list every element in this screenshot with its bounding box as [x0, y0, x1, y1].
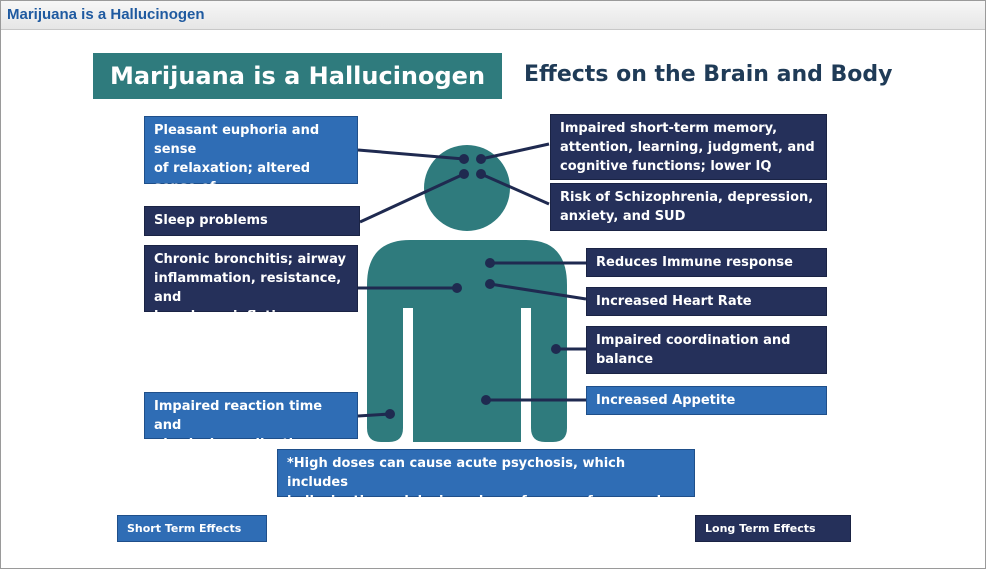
dot-coordination [551, 344, 561, 354]
dot-appetite [481, 395, 491, 405]
connector-schizophrenia [480, 172, 550, 206]
slide-subtitle: Effects on the Brain and Body [524, 62, 893, 87]
legend-short-term: Short Term Effects [117, 515, 267, 542]
figure-body [367, 240, 567, 442]
dot-heart [485, 279, 495, 289]
effect-impaired-reaction-time: Impaired reaction time and physical coor… [144, 392, 358, 452]
connector-euphoria [357, 148, 465, 161]
effect-increased-appetite: Increased Appetite [586, 386, 827, 415]
legend-long-term: Long Term Effects [695, 515, 851, 542]
human-figure [367, 145, 567, 442]
dot-memory [476, 154, 486, 164]
dot-reaction [385, 409, 395, 419]
dot-sleep [459, 169, 469, 179]
footnote-acute-psychosis: *High doses can cause acute psychosis, w… [277, 449, 695, 528]
connector-memory [480, 142, 550, 161]
effect-increased-heart-rate: Increased Heart Rate [586, 287, 827, 316]
effect-sleep-problems: Sleep problems [144, 206, 360, 236]
window-title: Marijuana is a Hallucinogen [7, 6, 205, 23]
effect-impaired-memory: Impaired short-term memory, attention, l… [550, 114, 827, 180]
effect-schizophrenia-risk: Risk of Schizophrenia, depression, anxie… [550, 183, 827, 231]
dot-schizophrenia [476, 169, 486, 179]
effect-chronic-bronchitis: Chronic bronchitis; airway inflammation,… [144, 245, 358, 324]
figure-head [424, 145, 510, 231]
connector-reaction [357, 412, 391, 418]
connector-dots [385, 154, 561, 419]
effect-reduced-immune: Reduces Immune response [586, 248, 827, 277]
effect-impaired-coordination: Impaired coordination and balance [586, 326, 827, 374]
connector-sleep [359, 172, 465, 224]
dot-euphoria [459, 154, 469, 164]
dot-immune [485, 258, 495, 268]
effect-euphoria: Pleasant euphoria and sense of relaxatio… [144, 116, 358, 214]
window-title-bar: Marijuana is a Hallucinogen [1, 1, 985, 30]
slide-title: Marijuana is a Hallucinogen [93, 53, 502, 99]
connector-heart [489, 282, 587, 301]
dot-bronchitis [452, 283, 462, 293]
